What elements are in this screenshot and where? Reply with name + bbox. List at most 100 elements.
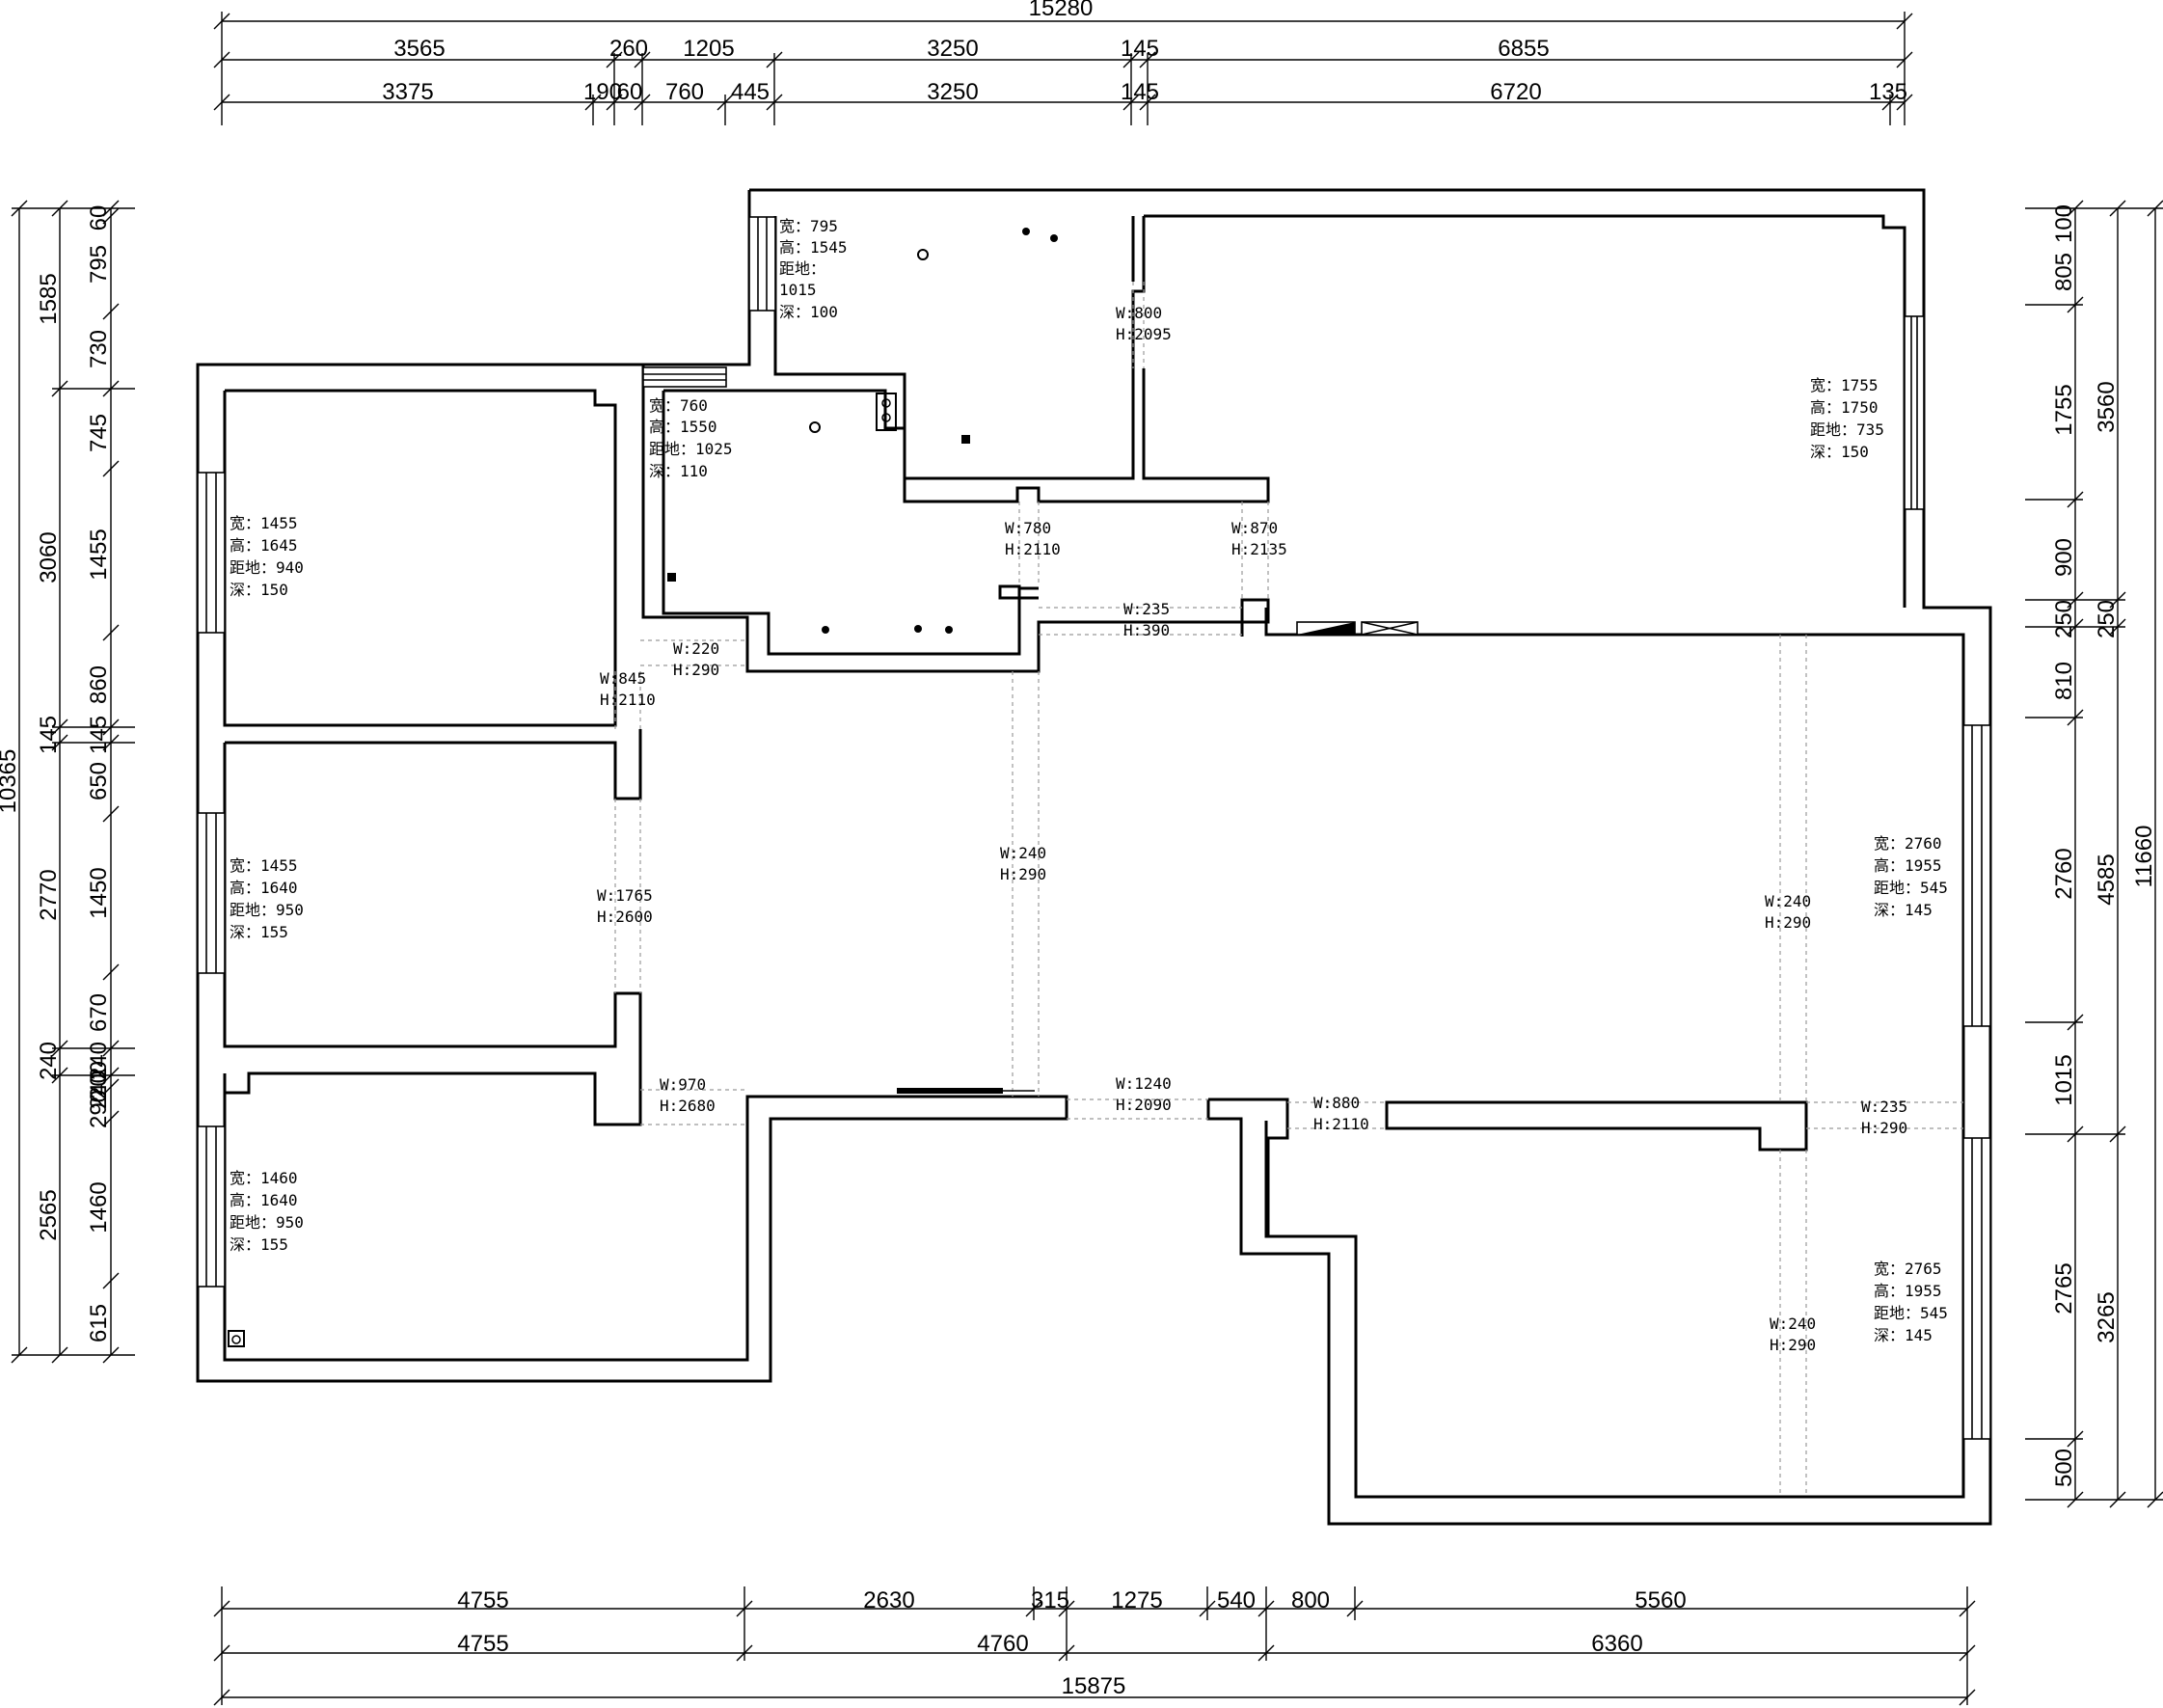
svg-text:高：1750: 高：1750 xyxy=(1810,398,1879,417)
window-note-1: 宽：795 高：1545 距地： 1015 深：100 xyxy=(779,217,848,321)
svg-text:宽：2765: 宽：2765 xyxy=(1874,1260,1942,1278)
svg-text:距地：950: 距地：950 xyxy=(230,1213,304,1232)
svg-text:距地：545: 距地：545 xyxy=(1874,879,1948,897)
right-dimensions: 100 805 1755 900 250 810 2760 1015 2765 … xyxy=(2025,200,2163,1508)
right-inner-dim-7: 2760 xyxy=(2051,848,2077,899)
svg-text:H:2110: H:2110 xyxy=(1005,540,1061,558)
svg-text:H:2095: H:2095 xyxy=(1116,325,1172,343)
left-outer-dim-6: 2565 xyxy=(36,1189,62,1240)
bottom-row1-dim-3: 315 xyxy=(1031,1587,1069,1613)
window-note-4: 宽：1455 高：1645 距地：940 深：150 xyxy=(230,514,304,599)
top-row2-dim-9: 135 xyxy=(1869,79,1907,105)
bottom-row1-dim-7: 5560 xyxy=(1635,1587,1686,1613)
opening-note-7: W:240 H:290 xyxy=(1000,844,1046,883)
svg-text:深：145: 深：145 xyxy=(1874,1326,1933,1344)
svg-text:距地：950: 距地：950 xyxy=(230,901,304,919)
left-inner-dim-11: 240 xyxy=(86,1042,112,1080)
right-inner-dim-2: 805 xyxy=(2051,253,2077,291)
svg-text:H:290: H:290 xyxy=(1765,913,1811,932)
opening-note-6: W:845 H:2110 xyxy=(600,669,656,709)
left-outer-dim-2: 3060 xyxy=(36,531,62,583)
window-note-6: 宽：1460 高：1640 距地：950 深：155 xyxy=(230,1169,304,1254)
opening-note-4: W:235 H:390 xyxy=(1123,600,1170,639)
svg-text:W:880: W:880 xyxy=(1313,1094,1360,1112)
opening-notes: W:800 H:2095 W:780 H:2110 W:870 H:2135 W… xyxy=(597,304,1907,1354)
left-outer-dim-5: 240 xyxy=(36,1042,62,1080)
bottom-row2-dim-3: 6360 xyxy=(1591,1631,1642,1657)
top-row2-dim-5: 445 xyxy=(731,79,770,105)
opening-note-14: W:240 H:290 xyxy=(1770,1315,1816,1354)
top-row1-dim-6: 6855 xyxy=(1498,36,1549,62)
bottom-row1-dim-4: 1275 xyxy=(1111,1587,1162,1613)
bottom-row2-dim-2: 4760 xyxy=(977,1631,1028,1657)
left-inner-dim-13: 1460 xyxy=(86,1181,112,1233)
pipe-icon-1 xyxy=(876,393,897,431)
svg-text:H:2110: H:2110 xyxy=(600,691,656,709)
window-mark-6 xyxy=(197,1125,226,1288)
svg-text:宽：1455: 宽：1455 xyxy=(230,856,298,875)
svg-text:深：150: 深：150 xyxy=(1810,443,1869,461)
svg-text:深：155: 深：155 xyxy=(230,1235,288,1254)
window-mark-2 xyxy=(642,366,727,388)
opening-note-9: W:240 H:290 xyxy=(1765,892,1811,932)
top-row1-dim-4: 3250 xyxy=(927,36,978,62)
svg-text:宽：2760: 宽：2760 xyxy=(1874,834,1942,853)
right-total-dim: 11660 xyxy=(2131,826,2157,888)
left-inner-dim-1: 60 xyxy=(86,205,112,231)
opening-note-12: W:880 H:2110 xyxy=(1313,1094,1369,1133)
top-row2-dim-1: 3375 xyxy=(382,79,433,105)
svg-text:H:2110: H:2110 xyxy=(1313,1115,1369,1133)
right-inner-dim-9: 2765 xyxy=(2051,1262,2077,1314)
opening-guides xyxy=(614,282,1963,1497)
left-inner-dim-14: 615 xyxy=(86,1304,112,1342)
fixture-dot-2 xyxy=(1050,234,1058,242)
opening-note-11: W:1240 H:2090 xyxy=(1116,1074,1172,1114)
svg-text:高：1640: 高：1640 xyxy=(230,1191,298,1209)
right-outer-dim-1: 3560 xyxy=(2094,381,2120,432)
svg-text:高：1955: 高：1955 xyxy=(1874,856,1942,875)
bottom-row1-dim-6: 800 xyxy=(1291,1587,1330,1613)
fixture-dot-3 xyxy=(822,626,829,634)
left-inner-dim-3: 730 xyxy=(86,330,112,368)
window-mark-3 xyxy=(1904,315,1925,510)
opening-note-13: W:235 H:290 xyxy=(1861,1098,1907,1137)
left-inner-dim-7: 145 xyxy=(86,716,112,754)
window-mark-7 xyxy=(1962,724,1991,1027)
svg-text:W:1240: W:1240 xyxy=(1116,1074,1172,1093)
svg-text:宽：760: 宽：760 xyxy=(649,396,708,415)
svg-text:H:290: H:290 xyxy=(1000,865,1046,883)
socket-icon xyxy=(228,1330,245,1347)
svg-text:距地：: 距地： xyxy=(779,259,825,278)
window-mark-8 xyxy=(1962,1137,1991,1440)
window-note-8: 宽：2765 高：1955 距地：545 深：145 xyxy=(1874,1260,1948,1344)
right-inner-dim-3: 1755 xyxy=(2051,384,2077,435)
svg-text:距地：735: 距地：735 xyxy=(1810,420,1884,439)
left-dimensions: 10365 1585 3060 145 2770 240 2565 60 795… xyxy=(0,200,135,1364)
opening-note-2: W:780 H:2110 xyxy=(1005,519,1061,558)
windows-drawn xyxy=(197,216,1991,1440)
svg-text:深：150: 深：150 xyxy=(230,581,288,599)
top-row2-dim-2: 190 xyxy=(583,79,622,105)
window-notes: 宽：795 高：1545 距地： 1015 深：100 宽：760 高：1550… xyxy=(230,217,1948,1344)
left-inner-dim-2: 795 xyxy=(86,245,112,284)
svg-text:宽：1755: 宽：1755 xyxy=(1810,376,1879,394)
bottom-row1-dim-5: 540 xyxy=(1217,1587,1256,1613)
left-inner-dim-4: 745 xyxy=(86,414,112,452)
window-note-2: 宽：760 高：1550 距地：1025 深：110 xyxy=(649,396,733,480)
top-row1-dim-3: 1205 xyxy=(683,36,734,62)
svg-text:高：1640: 高：1640 xyxy=(230,879,298,897)
top-dimensions: 15280 3565 260 1205 3250 145 6855 xyxy=(213,0,1913,125)
right-inner-dim-10: 500 xyxy=(2051,1449,2077,1487)
left-inner-dim-8: 650 xyxy=(86,762,112,800)
bottom-row1-dim-1: 4755 xyxy=(457,1587,508,1613)
svg-text:H:290: H:290 xyxy=(673,661,719,679)
fixture-square-1 xyxy=(961,435,970,444)
opening-note-5: W:220 H:290 xyxy=(673,639,719,679)
walls xyxy=(196,188,1992,1526)
svg-text:距地：940: 距地：940 xyxy=(230,558,304,577)
svg-text:H:2090: H:2090 xyxy=(1116,1096,1172,1114)
window-mark-5 xyxy=(197,812,226,974)
left-inner-dim-6: 860 xyxy=(86,665,112,704)
opening-note-10: W:970 H:2680 xyxy=(660,1075,716,1115)
